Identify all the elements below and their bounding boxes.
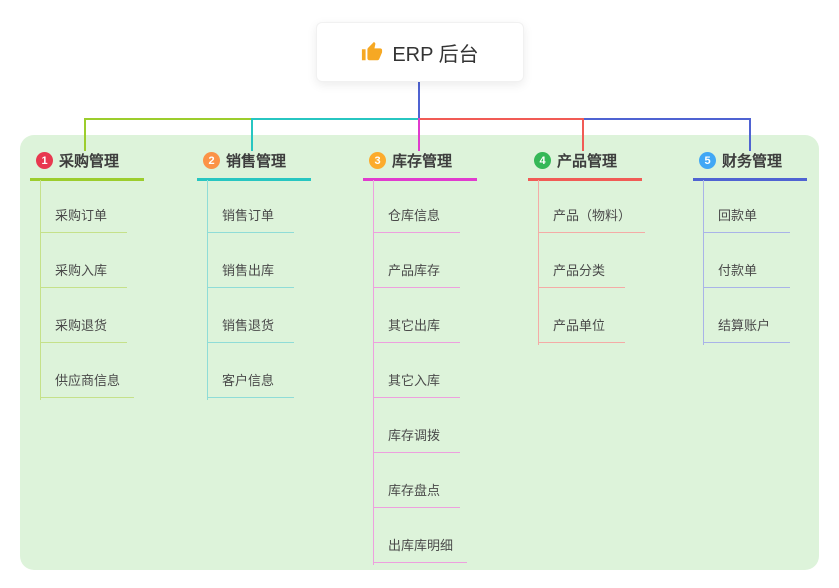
child-topic[interactable]: 销售订单	[207, 206, 294, 233]
branch-drop-purchase	[84, 118, 86, 151]
branch-spine-line	[40, 180, 41, 400]
child-topic[interactable]: 产品分类	[538, 261, 625, 288]
child-topic[interactable]: 付款单	[703, 261, 790, 288]
connector-segment-blue	[583, 118, 750, 120]
thumbs-up-icon	[361, 41, 383, 63]
child-topic[interactable]: 供应商信息	[40, 371, 135, 398]
branch-drop-product	[582, 118, 584, 151]
branch-drop-finance	[749, 118, 751, 151]
child-topic[interactable]: 销售退货	[207, 316, 294, 343]
child-topic[interactable]: 产品库存	[373, 261, 460, 288]
child-topic[interactable]: 采购退货	[40, 316, 127, 343]
branch-sales: 2 销售管理 销售订单 销售出库 销售退货 客户信息	[197, 148, 311, 400]
child-topic-list: 销售订单 销售出库 销售退货 客户信息	[207, 178, 294, 398]
branch-drop-sales	[251, 118, 253, 151]
child-topic[interactable]: 仓库信息	[373, 206, 460, 233]
child-topic[interactable]: 采购入库	[40, 261, 127, 288]
connector-segment-green	[84, 118, 252, 120]
branch-spine-line	[207, 180, 208, 400]
branch-topic-inventory[interactable]: 3 库存管理	[363, 148, 477, 181]
child-topic[interactable]: 销售出库	[207, 261, 294, 288]
child-topic[interactable]: 出库库明细	[373, 536, 468, 563]
child-topic[interactable]: 回款单	[703, 206, 790, 233]
priority-badge: 1	[36, 152, 53, 169]
root-topic[interactable]: ERP 后台	[316, 22, 524, 82]
branches-panel	[20, 135, 819, 570]
priority-badge: 5	[699, 152, 716, 169]
branch-purchase: 1 采购管理 采购订单 采购入库 采购退货 供应商信息	[30, 148, 144, 400]
branch-spine-line	[703, 180, 704, 345]
root-topic-label: ERP 后台	[392, 43, 479, 66]
branch-product: 4 产品管理 产品（物料） 产品分类 产品单位	[528, 148, 646, 345]
child-topic-list: 回款单 付款单 结算账户	[703, 178, 790, 343]
branch-label: 财务管理	[722, 153, 783, 170]
branch-finance: 5 财务管理 回款单 付款单 结算账户	[693, 148, 807, 345]
branch-label: 采购管理	[59, 153, 120, 170]
child-topic-list: 产品（物料） 产品分类 产品单位	[538, 178, 646, 343]
branch-drop-inventory	[418, 118, 420, 151]
child-topic[interactable]: 产品单位	[538, 316, 625, 343]
branch-topic-product[interactable]: 4 产品管理	[528, 148, 642, 181]
child-topic-list: 采购订单 采购入库 采购退货 供应商信息	[40, 178, 135, 398]
connector-segment-red	[419, 118, 583, 120]
connector-segment-teal	[251, 118, 419, 120]
branch-topic-finance[interactable]: 5 财务管理	[693, 148, 807, 181]
child-topic[interactable]: 客户信息	[207, 371, 294, 398]
branch-spine-line	[538, 180, 539, 345]
branch-inventory: 3 库存管理 仓库信息 产品库存 其它出库 其它入库 库存调拨 库存盘点 出库库…	[363, 148, 477, 565]
child-topic[interactable]: 其它入库	[373, 371, 460, 398]
child-topic[interactable]: 采购订单	[40, 206, 127, 233]
priority-badge: 4	[534, 152, 551, 169]
child-topic[interactable]: 产品（物料）	[538, 206, 646, 233]
branch-spine-line	[373, 180, 374, 565]
root-connector-line	[418, 80, 420, 120]
branch-label: 库存管理	[392, 153, 453, 170]
branch-topic-sales[interactable]: 2 销售管理	[197, 148, 311, 181]
priority-badge: 3	[369, 152, 386, 169]
child-topic-list: 仓库信息 产品库存 其它出库 其它入库 库存调拨 库存盘点 出库库明细	[373, 178, 468, 563]
child-topic[interactable]: 其它出库	[373, 316, 460, 343]
branch-label: 销售管理	[226, 153, 287, 170]
branch-topic-purchase[interactable]: 1 采购管理	[30, 148, 144, 181]
child-topic[interactable]: 库存盘点	[373, 481, 460, 508]
branch-label: 产品管理	[557, 153, 618, 170]
child-topic[interactable]: 结算账户	[703, 316, 790, 343]
priority-badge: 2	[203, 152, 220, 169]
child-topic[interactable]: 库存调拨	[373, 426, 460, 453]
